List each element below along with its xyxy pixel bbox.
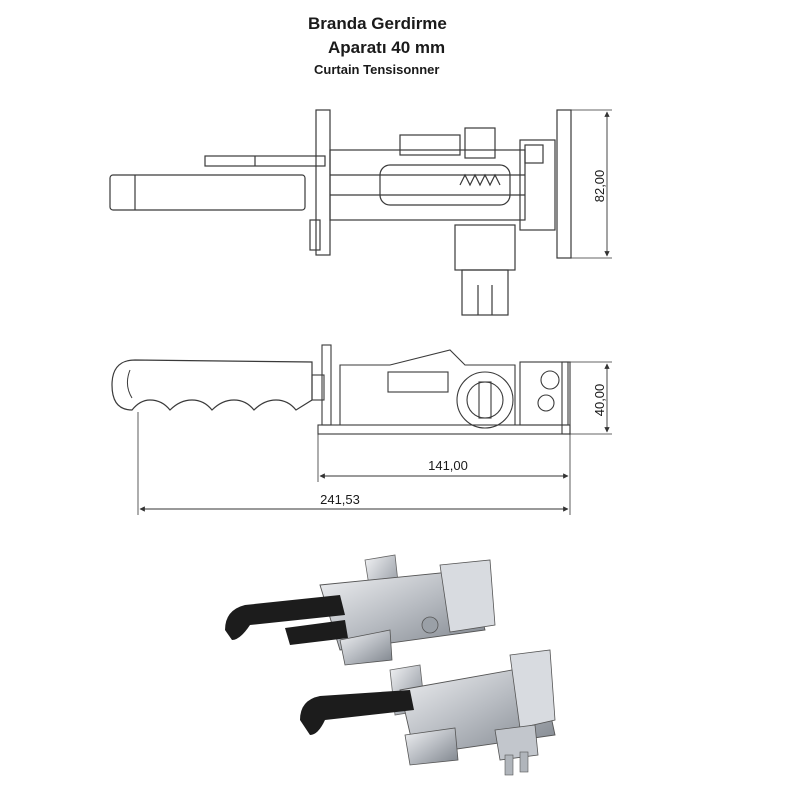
handle-outline: [111, 359, 313, 411]
dimension-241-label: 241,53: [320, 492, 360, 507]
product-illustration-lower: [300, 649, 556, 776]
dimension-40: 40,00: [570, 361, 612, 435]
dimension-40-label: 40,00: [592, 384, 607, 417]
product-illustration-upper: [225, 554, 496, 666]
top-view-drawing: [109, 109, 572, 316]
title-block: Branda Gerdirme Aparatı 40 mm Curtain Te…: [0, 0, 800, 80]
dimension-141-label: 141,00: [428, 458, 468, 473]
product-title-line2: Aparatı 40 mm: [328, 38, 446, 57]
dimension-241: 241,53: [137, 412, 571, 515]
dimension-141: 141,00: [317, 434, 571, 482]
dimension-82-label: 82,00: [592, 170, 607, 203]
dimension-82: 82,00: [571, 109, 612, 259]
side-view-drawing: [111, 344, 571, 435]
product-title-line1: Branda Gerdirme: [308, 14, 447, 33]
product-subtitle: Curtain Tensisonner: [314, 62, 440, 77]
